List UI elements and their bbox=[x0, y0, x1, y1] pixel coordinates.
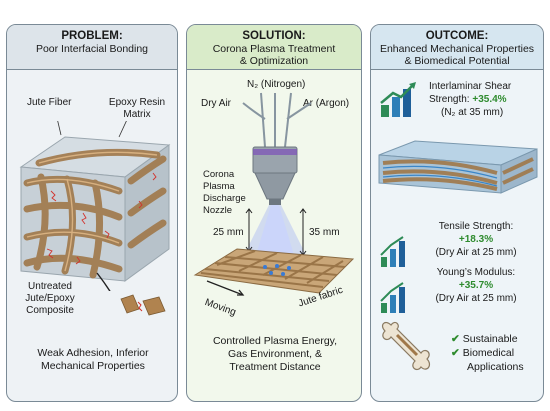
problem-panel: PROBLEM: Poor Interfacial Bonding Jute F… bbox=[6, 24, 178, 402]
gas-n2-label: N₂ (Nitrogen) bbox=[247, 79, 306, 90]
solution-subtitle-line-2: & Optimization bbox=[239, 55, 309, 67]
ilss-value: +35.4% bbox=[472, 94, 507, 105]
treated-laminate-illustration bbox=[378, 140, 538, 194]
distance-25mm-label: 25 mm bbox=[213, 227, 244, 238]
check-label-biomedical: Biomedical bbox=[462, 347, 515, 359]
distance-35mm-label: 35 mm bbox=[309, 227, 340, 238]
gas-dry-air-label: Dry Air bbox=[201, 98, 231, 109]
moving-label: Moving bbox=[203, 297, 238, 319]
outcome-subtitle-line-1: Enhanced Mechanical Properties bbox=[379, 43, 535, 55]
check-sustainable: ✔ Sustainable bbox=[451, 333, 518, 345]
gas-argon-label: Ar (Argon) bbox=[303, 98, 350, 109]
solution-footer-line-1: Controlled Plasma Energy, bbox=[212, 335, 338, 347]
untreated-label-line-2: Jute/Epoxy bbox=[25, 293, 75, 304]
jute-fiber-label: Jute Fiber bbox=[27, 97, 72, 108]
check-label-sustainable: Sustainable bbox=[462, 333, 518, 345]
solution-header: SOLUTION: Corona Plasma Treatment & Opti… bbox=[187, 25, 361, 70]
untreated-label-line-3: Composite bbox=[26, 305, 74, 316]
solution-subtitle-line-1: Corona Plasma Treatment bbox=[212, 43, 336, 55]
rising-bar-chart-icon bbox=[380, 82, 416, 117]
problem-header: PROBLEM: Poor Interfacial Bonding bbox=[7, 25, 177, 70]
outcome-header: OUTCOME: Enhanced Mechanical Properties … bbox=[371, 25, 543, 70]
solution-footer-line-3: Treatment Distance bbox=[229, 361, 321, 373]
bone-icon bbox=[381, 321, 431, 371]
solution-title: SOLUTION: bbox=[242, 30, 306, 42]
tensile-label: Tensile Strength: bbox=[438, 221, 514, 232]
modulus-label: Young’s Modulus: bbox=[436, 267, 516, 278]
outcome-panel: OUTCOME: Enhanced Mechanical Properties … bbox=[370, 24, 544, 402]
tensile-chart-icon bbox=[380, 236, 405, 267]
ilss-label-line-2: Strength: +35.4% bbox=[429, 94, 507, 106]
problem-footer-line-1: Weak Adhesion, Inferior bbox=[37, 347, 149, 359]
check-label-applications: Applications bbox=[467, 361, 524, 373]
untreated-composite-block-illustration bbox=[19, 121, 171, 291]
check-icon: ✔ bbox=[451, 333, 460, 345]
nozzle-label-line-4: Nozzle bbox=[203, 205, 233, 216]
epoxy-resin-label: Epoxy Resin bbox=[108, 97, 166, 108]
modulus-value: +35.7% bbox=[458, 280, 494, 291]
tensile-value: +18.3% bbox=[458, 234, 494, 245]
nozzle-label-line-1: Corona bbox=[203, 169, 235, 180]
untreated-label-line-1: Untreated bbox=[28, 281, 72, 292]
modulus-chart-icon bbox=[380, 282, 405, 313]
epoxy-matrix-label: Matrix bbox=[123, 109, 151, 120]
check-icon: ✔ bbox=[451, 347, 460, 359]
plasma-nozzle-and-fabric-illustration bbox=[193, 92, 355, 296]
ilss-label-line-1: Interlaminar Shear bbox=[429, 81, 512, 92]
ilss-label-prefix: Strength: bbox=[429, 94, 473, 105]
problem-subtitle: Poor Interfacial Bonding bbox=[35, 43, 149, 55]
outcome-subtitle-line-2: & Biomedical Potential bbox=[404, 55, 510, 67]
solution-footer-line-2: Gas Environment, & bbox=[228, 348, 322, 360]
tensile-condition: (Dry Air at 25 mm) bbox=[435, 247, 517, 258]
problem-footer-line-2: Mechanical Properties bbox=[41, 360, 145, 372]
check-biomedical: ✔ Biomedical bbox=[451, 347, 514, 359]
nozzle-label-line-3: Discharge bbox=[203, 193, 246, 204]
modulus-condition: (Dry Air at 25 mm) bbox=[435, 293, 517, 304]
solution-panel: SOLUTION: Corona Plasma Treatment & Opti… bbox=[186, 24, 362, 402]
outcome-title: OUTCOME: bbox=[425, 30, 489, 42]
ilss-condition: (N₂ at 35 mm) bbox=[441, 107, 504, 118]
broken-fiber-icon bbox=[120, 294, 166, 316]
nozzle-label-line-2: Plasma bbox=[203, 181, 235, 192]
problem-title: PROBLEM: bbox=[61, 30, 123, 42]
